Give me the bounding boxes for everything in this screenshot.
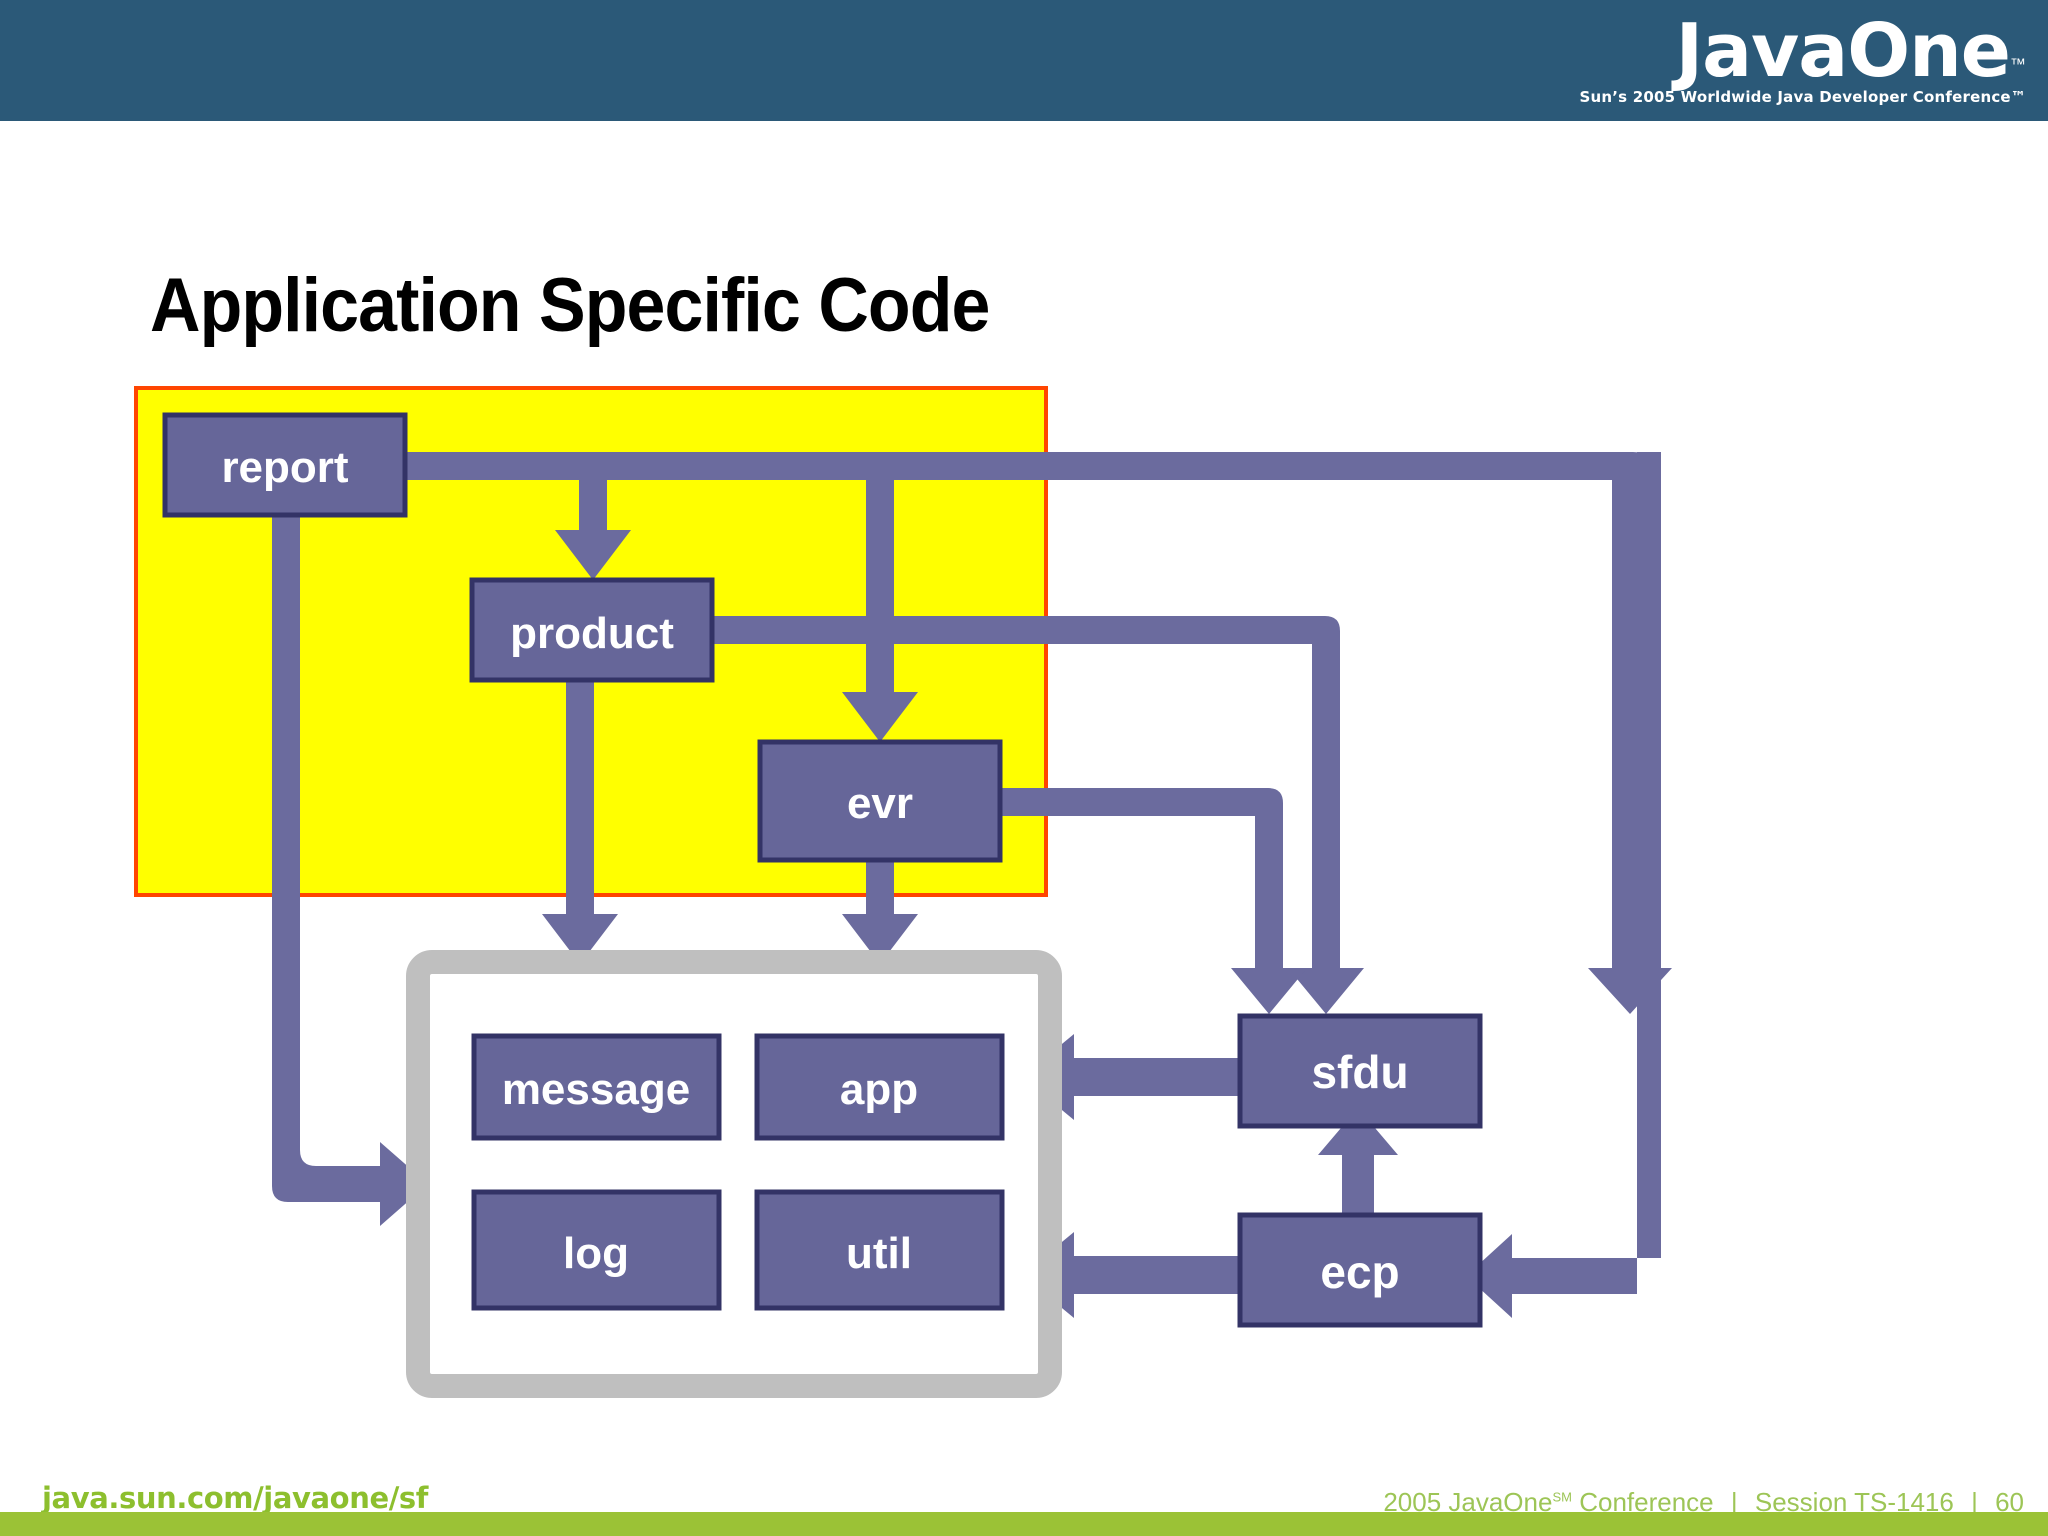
node-product-label: product [510,609,674,658]
group-box-common-services [406,950,1062,1398]
node-app[interactable]: app [754,1033,1005,1141]
node-message-label: message [502,1065,690,1114]
service-mark-icon: SM [1552,1489,1572,1505]
node-evr[interactable]: evr [757,739,1003,863]
node-product[interactable]: product [469,577,715,683]
footer-url[interactable]: java.sun.com/javaone/sf [42,1481,428,1515]
footer-separator-2: | [1971,1487,1978,1517]
node-report-label: report [221,443,348,492]
edge-report-to-product [555,465,631,580]
node-message[interactable]: message [471,1033,722,1141]
javaone-logo: JavaOne™ Sun’s 2005 Worldwide Java Devel… [1580,14,2027,105]
node-log[interactable]: log [471,1189,722,1311]
trademark-icon: ™ [2010,56,2026,74]
node-ecp-label: ecp [1320,1246,1399,1298]
edge-report-to-evr [842,465,918,742]
node-sfdu-label: sfdu [1311,1046,1408,1098]
edge-trunk-to-ecp [1466,452,1661,1318]
edge-sfdu-to-group [1022,1034,1238,1120]
node-evr-label: evr [847,779,913,828]
node-ecp[interactable]: ecp [1237,1212,1483,1328]
footer-green-bar [0,1512,2048,1536]
edge-ecp-to-group [1022,1232,1238,1318]
node-log-label: log [563,1229,629,1278]
node-report[interactable]: report [162,412,408,518]
javaone-wordmark: JavaOne [1675,8,2011,94]
edge-evr-to-group [842,858,918,964]
edge-report-to-group [272,505,428,1226]
node-util[interactable]: util [754,1189,1005,1311]
node-util-label: util [846,1229,912,1278]
edge-product-to-group [542,678,618,964]
node-sfdu[interactable]: sfdu [1237,1013,1483,1129]
header-bar [0,0,2048,121]
edge-evr-to-sfdu [998,788,1307,1014]
node-app-label: app [840,1065,918,1114]
javaone-tagline: Sun’s 2005 Worldwide Java Developer Conf… [1579,88,2026,106]
footer-separator-1: | [1730,1487,1738,1517]
page-title: Application Specific Code [150,263,990,348]
edge-ecp-to-sfdu [1318,1108,1398,1213]
